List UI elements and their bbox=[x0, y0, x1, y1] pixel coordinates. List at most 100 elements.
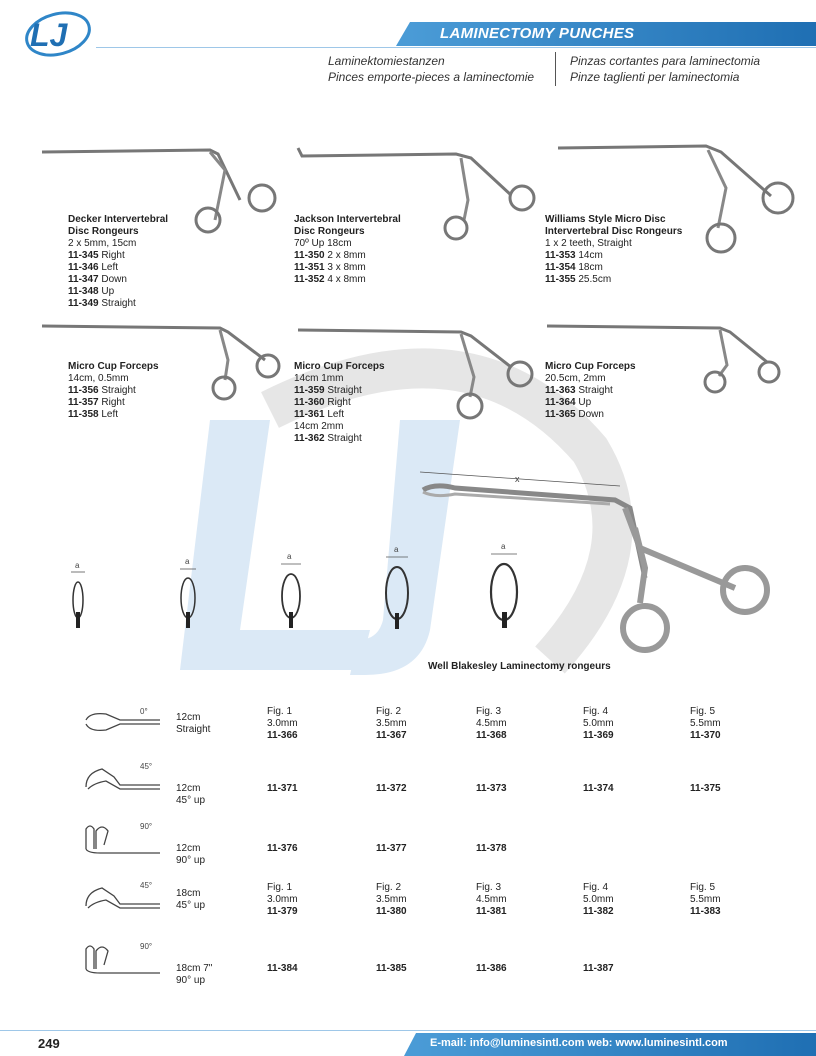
product-spec: 2 x 5mm, 15cm bbox=[68, 238, 137, 249]
product-item: 11-353 14cm bbox=[545, 250, 682, 262]
item-code: 11-350 bbox=[294, 250, 325, 261]
product-micro-cup-3: Micro Cup Forceps 20.5cm, 2mm 11-363 Str… bbox=[545, 361, 636, 421]
fig-code: 11-387 bbox=[583, 963, 614, 974]
item-desc: Up bbox=[101, 286, 115, 297]
rongeur-tip-icon: 90° bbox=[85, 942, 160, 974]
product-item: 14cm 2mm bbox=[294, 421, 385, 433]
size-text: 12cm bbox=[176, 783, 201, 794]
product-decker: Decker Intervertebral Disc Rongeurs 2 x … bbox=[68, 214, 168, 310]
item-desc: Up bbox=[578, 397, 592, 408]
fig-code: 11-371 bbox=[267, 783, 298, 794]
item-code: 11-351 bbox=[294, 262, 325, 273]
fig-cell: 11-375 bbox=[690, 783, 721, 795]
fig-label: Fig. 4 bbox=[583, 706, 609, 717]
fig-size: 3.0mm bbox=[267, 718, 298, 729]
item-desc: Left bbox=[101, 262, 119, 273]
fig-label: Fig. 2 bbox=[376, 882, 402, 893]
fig-cell: 11-374 bbox=[583, 783, 614, 795]
fig-size: 5.0mm bbox=[583, 894, 614, 905]
item-desc: 3 x 8mm bbox=[327, 262, 366, 273]
product-item: 11-364 Up bbox=[545, 397, 636, 409]
tip-figure-3: a bbox=[281, 552, 301, 628]
tip-figure-4: a bbox=[385, 545, 409, 629]
fig-code: 11-383 bbox=[690, 906, 721, 917]
fig-label: Fig. 5 bbox=[690, 882, 716, 893]
item-desc: Right bbox=[101, 397, 125, 408]
micro-cup-forceps-icon bbox=[41, 324, 281, 401]
fig-cell: 11-386 bbox=[476, 963, 507, 975]
item-desc: 4 x 8mm bbox=[327, 274, 366, 285]
angle-label: 45° bbox=[140, 881, 152, 890]
fig-size: 5.5mm bbox=[690, 894, 721, 905]
title-bar bbox=[396, 22, 816, 46]
product-name: Williams Style Micro Disc bbox=[545, 214, 666, 225]
fig-size: 3.5mm bbox=[376, 894, 407, 905]
product-name: Disc Rongeurs bbox=[294, 226, 365, 237]
fig-code: 11-369 bbox=[583, 730, 614, 741]
product-item: 11-350 2 x 8mm bbox=[294, 250, 401, 262]
product-item: 11-345 Right bbox=[68, 250, 168, 262]
size-sub: 90° up bbox=[176, 975, 206, 986]
product-name: Disc Rongeurs bbox=[68, 226, 139, 237]
jackson-rongeur-icon bbox=[296, 147, 536, 241]
product-spec: 70º Up 18cm bbox=[294, 238, 352, 249]
item-code: 11-361 bbox=[294, 409, 325, 420]
item-code: 11-365 bbox=[545, 409, 576, 420]
watermark-logo bbox=[150, 330, 650, 710]
product-name: Jackson Intervertebral bbox=[294, 214, 401, 225]
williams-rongeur-icon bbox=[557, 144, 795, 254]
product-williams: Williams Style Micro Disc Intervertebral… bbox=[545, 214, 682, 286]
product-spec: 14cm, 0.5mm bbox=[68, 373, 129, 384]
item-code: 11-356 bbox=[68, 385, 99, 396]
tip-figure-2: a bbox=[180, 557, 196, 628]
fig-code: 11-377 bbox=[376, 843, 407, 854]
product-name: Micro Cup Forceps bbox=[545, 361, 636, 372]
fig-label: Fig. 1 bbox=[267, 706, 293, 717]
fig-label: Fig. 2 bbox=[376, 706, 402, 717]
fig-code: 11-375 bbox=[690, 783, 721, 794]
fig-code: 11-366 bbox=[267, 730, 298, 741]
footer-contact: E-mail: info@luminesintl.com web: www.lu… bbox=[430, 1037, 728, 1049]
fig-label: Fig. 5 bbox=[690, 706, 716, 717]
tip-label: a bbox=[75, 561, 80, 570]
item-desc: Right bbox=[101, 250, 125, 261]
item-code: 11-347 bbox=[68, 274, 99, 285]
item-code: 11-357 bbox=[68, 397, 99, 408]
product-item: 11-358 Left bbox=[68, 409, 159, 421]
fig-code: 11-368 bbox=[476, 730, 507, 741]
fig-code: 11-384 bbox=[267, 963, 298, 974]
fig-code: 11-385 bbox=[376, 963, 407, 974]
size-text: 18cm bbox=[176, 888, 201, 899]
item-code: 11-358 bbox=[68, 409, 99, 420]
product-item: 11-346 Left bbox=[68, 262, 168, 274]
kerrison-caption: Well Blakesley Laminectomy rongeurs bbox=[428, 661, 611, 672]
item-code: 11-349 bbox=[68, 298, 99, 309]
size-sub: Straight bbox=[176, 724, 211, 735]
product-item: 11-361 Left bbox=[294, 409, 385, 421]
footer-bar bbox=[404, 1033, 816, 1056]
rongeur-tip-icon: 45° bbox=[85, 881, 160, 909]
item-desc: Straight bbox=[101, 385, 136, 396]
product-item: 11-362 Straight bbox=[294, 433, 385, 445]
subtitle-de: Laminektomiestanzen bbox=[328, 54, 445, 68]
rongeur-tip-icon: 45° bbox=[85, 762, 160, 790]
product-name: Decker Intervertebral bbox=[68, 214, 169, 225]
fig-label: Fig. 3 bbox=[476, 706, 502, 717]
item-desc: Straight bbox=[327, 433, 362, 444]
item-desc: Down bbox=[101, 274, 127, 285]
item-desc: Straight bbox=[101, 298, 136, 309]
blakesley-rongeur-icon: x bbox=[419, 471, 770, 653]
fig-code: 11-381 bbox=[476, 906, 507, 917]
fig-size: 5.0mm bbox=[583, 718, 614, 729]
product-item: 11-359 Straight bbox=[294, 385, 385, 397]
length-label: x bbox=[515, 474, 520, 484]
rongeur-tip-icon: 0° bbox=[85, 707, 160, 732]
fig-code: 11-380 bbox=[376, 906, 407, 917]
